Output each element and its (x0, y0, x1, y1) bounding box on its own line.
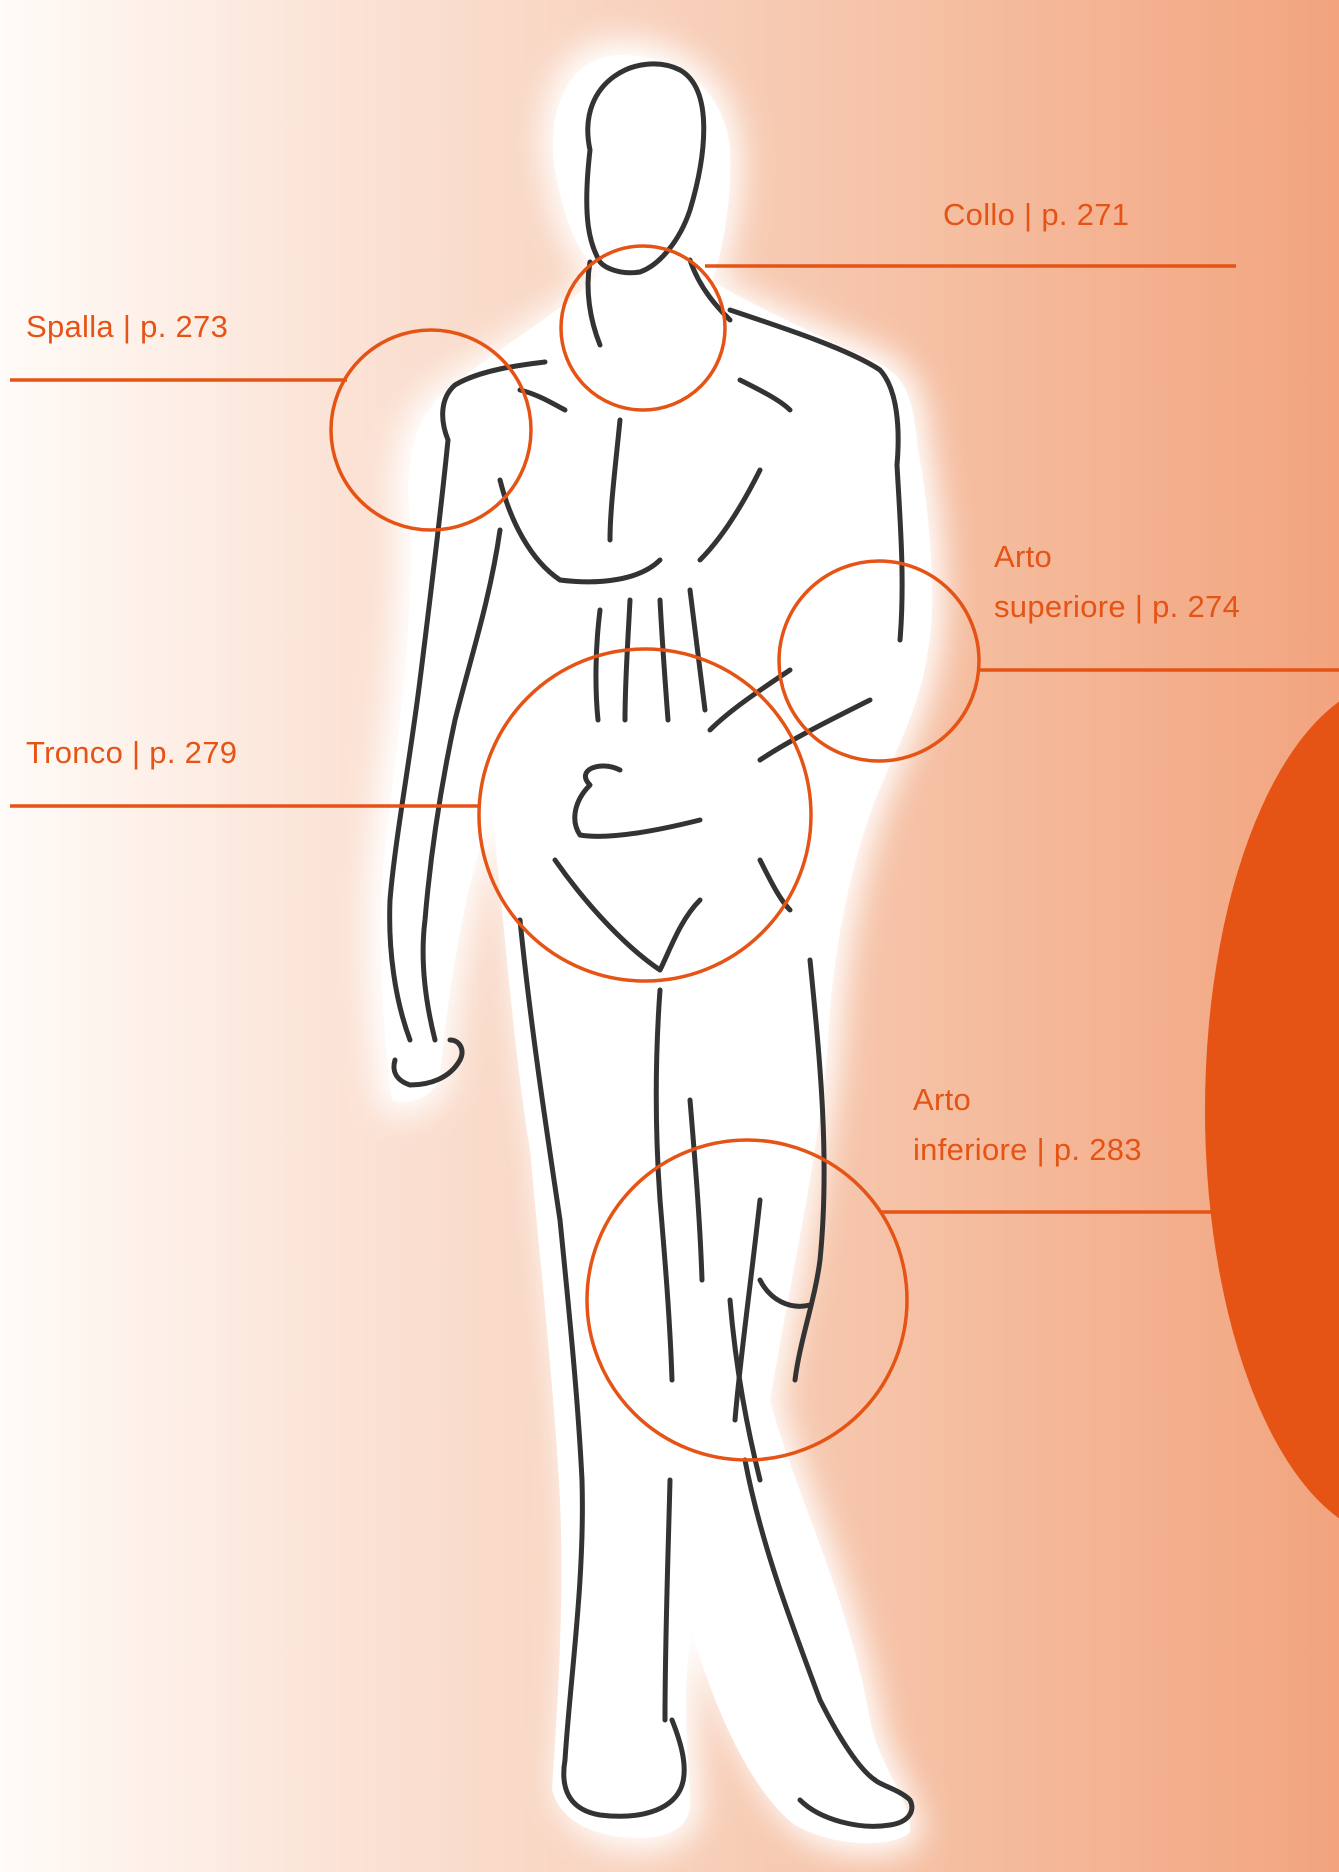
label-collo-text: Collo | p. 271 (943, 190, 1129, 240)
label-arto-superiore-line1: Arto (994, 532, 1240, 582)
label-arto-inferiore-line1: Arto (913, 1075, 1142, 1125)
label-spalla: Spalla | p. 273 (26, 302, 228, 352)
label-arto-superiore: Arto superiore | p. 274 (994, 532, 1240, 632)
label-collo: Collo | p. 271 (943, 190, 1129, 240)
label-arto-superiore-line2: superiore | p. 274 (994, 582, 1240, 632)
label-arto-inferiore: Arto inferiore | p. 283 (913, 1075, 1142, 1175)
label-spalla-text: Spalla | p. 273 (26, 302, 228, 352)
figure-silhouette (366, 40, 944, 1854)
label-arto-inferiore-line2: inferiore | p. 283 (913, 1125, 1142, 1175)
label-tronco: Tronco | p. 279 (26, 728, 237, 778)
decorative-orange-disc (1205, 680, 1339, 1540)
label-tronco-text: Tronco | p. 279 (26, 728, 237, 778)
